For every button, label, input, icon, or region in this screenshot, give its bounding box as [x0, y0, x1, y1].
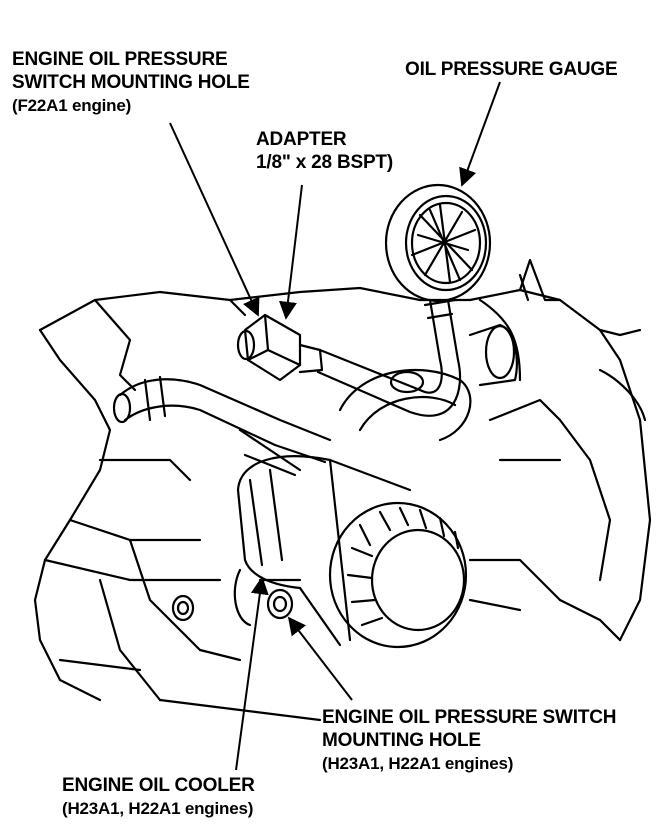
leader-adapter — [278, 184, 303, 320]
label-switch-hole-h23: ENGINE OIL PRESSURE SWITCH MOUNTING HOLE… — [322, 706, 616, 775]
label-line: SWITCH MOUNTING HOLE — [12, 72, 250, 93]
label-oil-pressure-gauge: OIL PRESSURE GAUGE — [405, 58, 618, 81]
oil-filter — [236, 455, 468, 649]
label-line: ADAPTER — [256, 129, 347, 150]
oil-pressure-gauge — [384, 183, 492, 303]
adapter-fitting — [236, 313, 324, 382]
label-adapter: ADAPTER 1/8" x 28 BSPT) — [256, 128, 393, 174]
label-line: OIL PRESSURE GAUGE — [405, 59, 618, 80]
label-oil-cooler: ENGINE OIL COOLER (H23A1, H22A1 engines) — [62, 774, 255, 820]
leader-switch-hole-f22a1 — [169, 122, 260, 317]
leader-oil-cooler — [235, 576, 269, 771]
leader-gauge — [459, 81, 501, 187]
label-line: (H23A1, H22A1 engines) — [322, 754, 514, 773]
label-switch-hole-f22a1: ENGINE OIL PRESSURE SWITCH MOUNTING HOLE… — [12, 48, 250, 117]
label-line: ENGINE OIL COOLER — [62, 775, 255, 796]
label-line: (H23A1, H22A1 engines) — [62, 799, 254, 818]
oil-cooler-hose — [112, 375, 332, 477]
label-line: ENGINE OIL PRESSURE SWITCH — [322, 707, 617, 728]
label-line: ENGINE OIL PRESSURE — [12, 49, 228, 70]
engine-block — [33, 258, 652, 722]
mounting-bosses — [171, 568, 302, 627]
label-line: MOUNTING HOLE — [322, 730, 481, 751]
leader-switch-hole-h23 — [287, 616, 353, 701]
label-line: (F22A1 engine) — [12, 96, 132, 115]
label-line: 1/8" x 28 BSPT) — [256, 152, 393, 173]
rear-hose — [338, 323, 518, 442]
